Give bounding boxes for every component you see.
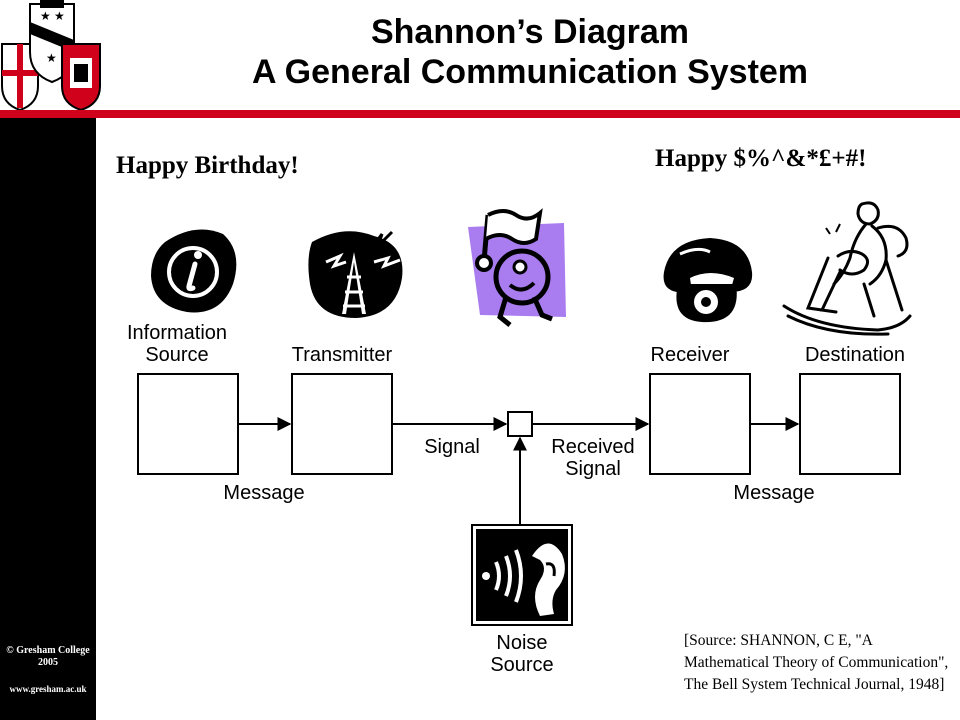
left-sidebar — [0, 0, 96, 720]
footer-copyright: © Gresham College 2005 — [6, 645, 90, 668]
noise-junction-box — [507, 411, 533, 437]
message-left-label: Message — [223, 482, 305, 504]
information-source-label: Information Source — [126, 322, 228, 366]
crest-icon: ★ ★ ★ — [1, 0, 101, 112]
message-right-label: Message — [733, 482, 815, 504]
crest-area: ★ ★ ★ — [0, 0, 104, 118]
received-signal-label: Received Signal — [551, 436, 635, 480]
receiver-box — [649, 373, 751, 475]
slide-title: Shannon’s Diagram A General Communicatio… — [110, 12, 950, 92]
source-citation: [Source: SHANNON, C E, "A Mathematical T… — [684, 632, 949, 693]
title-line-1: Shannon’s Diagram — [370, 13, 690, 51]
transmitter-tower-icon — [308, 230, 403, 318]
footer-url: www.gresham.ac.uk — [9, 684, 87, 694]
svg-text:★: ★ — [40, 9, 51, 23]
destination-label: Destination — [804, 344, 906, 366]
telephone-icon — [663, 238, 753, 323]
sent-message: Happy Birthday! — [116, 152, 299, 179]
rocking-chair-woman-icon — [782, 201, 912, 336]
svg-text:★: ★ — [54, 9, 65, 23]
transmitter-label: Transmitter — [291, 344, 393, 366]
title-line-2: A General Communication System — [251, 53, 809, 91]
signal-label: Signal — [424, 436, 480, 458]
shannon-block-diagram — [137, 373, 901, 626]
svg-text:★: ★ — [46, 51, 57, 65]
receiver-label: Receiver — [650, 344, 730, 366]
accent-rule-left — [0, 110, 104, 118]
information-icon — [151, 229, 237, 313]
noise-source-label: Noise Source — [490, 632, 554, 676]
ear-sound-icon — [476, 529, 568, 621]
accent-rule — [96, 110, 960, 118]
transmitter-box — [291, 373, 393, 475]
destination-box — [799, 373, 901, 475]
flag-person-icon — [468, 208, 566, 327]
received-message: Happy $%^&*£+#! — [655, 145, 867, 172]
information-source-box — [137, 373, 239, 475]
